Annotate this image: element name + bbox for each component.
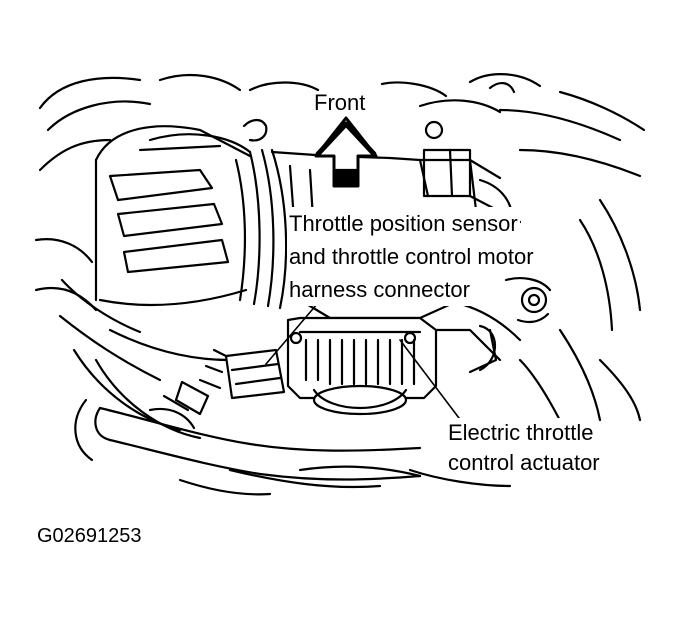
tps-label-line2: and throttle control motor: [287, 240, 536, 273]
actuator-label: Electric throttle control actuator: [446, 418, 602, 478]
actuator-body: [286, 316, 438, 416]
tps-connector-label: Throttle position sensor and throttle co…: [287, 207, 536, 306]
intake-duct: [94, 118, 288, 310]
background-engine-lines: [34, 73, 646, 496]
actuator-label-line2: control actuator: [446, 448, 602, 478]
lower-hose: [74, 398, 422, 481]
front-label: Front: [312, 90, 368, 115]
tps-label-line1: Throttle position sensor: [287, 207, 520, 240]
harness-connector: [148, 348, 286, 430]
tps-label-line3: harness connector: [287, 273, 472, 306]
figure-id: G02691253: [37, 525, 142, 547]
front-arrow-icon: [314, 116, 378, 188]
actuator-label-line1: Electric throttle: [446, 418, 596, 448]
